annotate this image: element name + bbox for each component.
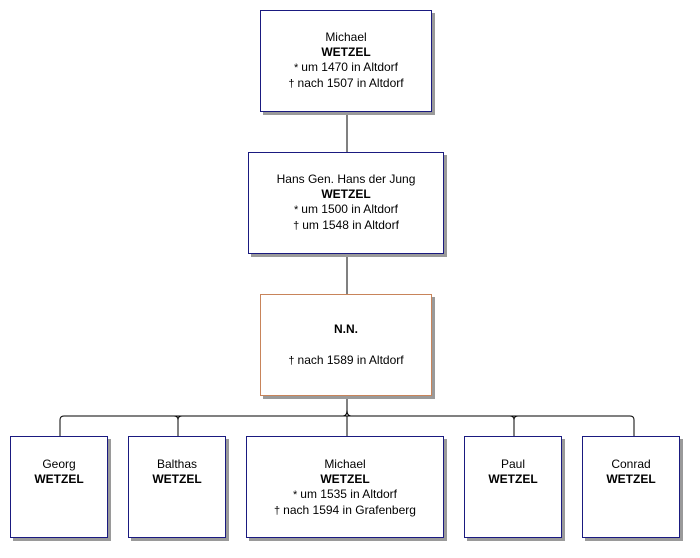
death-symbol: † xyxy=(293,220,300,232)
given-name: Michael xyxy=(324,457,366,471)
surname: WETZEL xyxy=(321,45,371,59)
death-symbol: † xyxy=(274,505,281,517)
birth-text: um 1470 in Altdorf xyxy=(301,60,398,74)
person-card-balthas[interactable]: Balthas WETZEL xyxy=(128,436,226,538)
person-card-michael-sr[interactable]: Michael WETZEL *um 1470 in Altdorf †nach… xyxy=(260,10,432,112)
birth-text: um 1500 in Altdorf xyxy=(301,202,398,216)
surname: WETZEL xyxy=(321,187,371,201)
surname: WETZEL xyxy=(488,472,538,486)
death-text: nach 1589 in Altdorf xyxy=(297,352,404,367)
person-card-hans[interactable]: Hans Gen. Hans der Jung WETZEL *um 1500 … xyxy=(248,152,444,254)
given-name: Conrad xyxy=(611,457,651,471)
connector-paul xyxy=(509,415,515,436)
person-card-georg[interactable]: Georg WETZEL xyxy=(10,436,108,538)
given-name: Georg xyxy=(42,457,76,471)
birth-text: um 1535 in Altdorf xyxy=(300,487,397,501)
birth-symbol: * xyxy=(293,62,299,74)
death-line: †nach 1507 in Altdorf xyxy=(288,76,403,92)
birth-line: *um 1470 in Altdorf xyxy=(294,60,398,76)
person-card-conrad[interactable]: Conrad WETZEL xyxy=(582,436,680,538)
birth-line: *um 1535 in Altdorf xyxy=(293,487,397,503)
death-symbol: † xyxy=(288,78,295,90)
bus-junction xyxy=(342,409,352,417)
death-text: um 1548 in Altdorf xyxy=(302,218,399,232)
given-name: Michael xyxy=(325,30,367,44)
given-name: Hans Gen. Hans der Jung xyxy=(276,172,416,186)
connector-balthas xyxy=(173,415,179,436)
surname: WETZEL xyxy=(320,472,370,486)
person-card-nn[interactable]: N.N. †nach 1589 in Altdorf xyxy=(260,294,432,396)
surname: WETZEL xyxy=(606,472,656,486)
given-name: N.N. xyxy=(334,321,358,336)
birth-line: *um 1500 in Altdorf xyxy=(294,202,398,218)
person-card-michael-jr[interactable]: Michael WETZEL *um 1535 in Altdorf †nach… xyxy=(246,436,444,538)
death-text: nach 1507 in Altdorf xyxy=(297,76,404,90)
surname: WETZEL xyxy=(34,472,84,486)
given-name: Paul xyxy=(500,457,526,471)
surname: WETZEL xyxy=(152,472,202,486)
death-text: nach 1594 in Grafenberg xyxy=(283,503,416,517)
death-line: †um 1548 in Altdorf xyxy=(293,218,399,234)
death-symbol: † xyxy=(288,354,295,367)
given-name: Balthas xyxy=(156,457,198,471)
death-line: †nach 1589 in Altdorf xyxy=(288,353,403,369)
death-line: †nach 1594 in Grafenberg xyxy=(274,503,416,519)
birth-symbol: * xyxy=(293,204,299,216)
person-card-paul[interactable]: Paul WETZEL xyxy=(464,436,562,538)
birth-symbol: * xyxy=(292,489,298,501)
